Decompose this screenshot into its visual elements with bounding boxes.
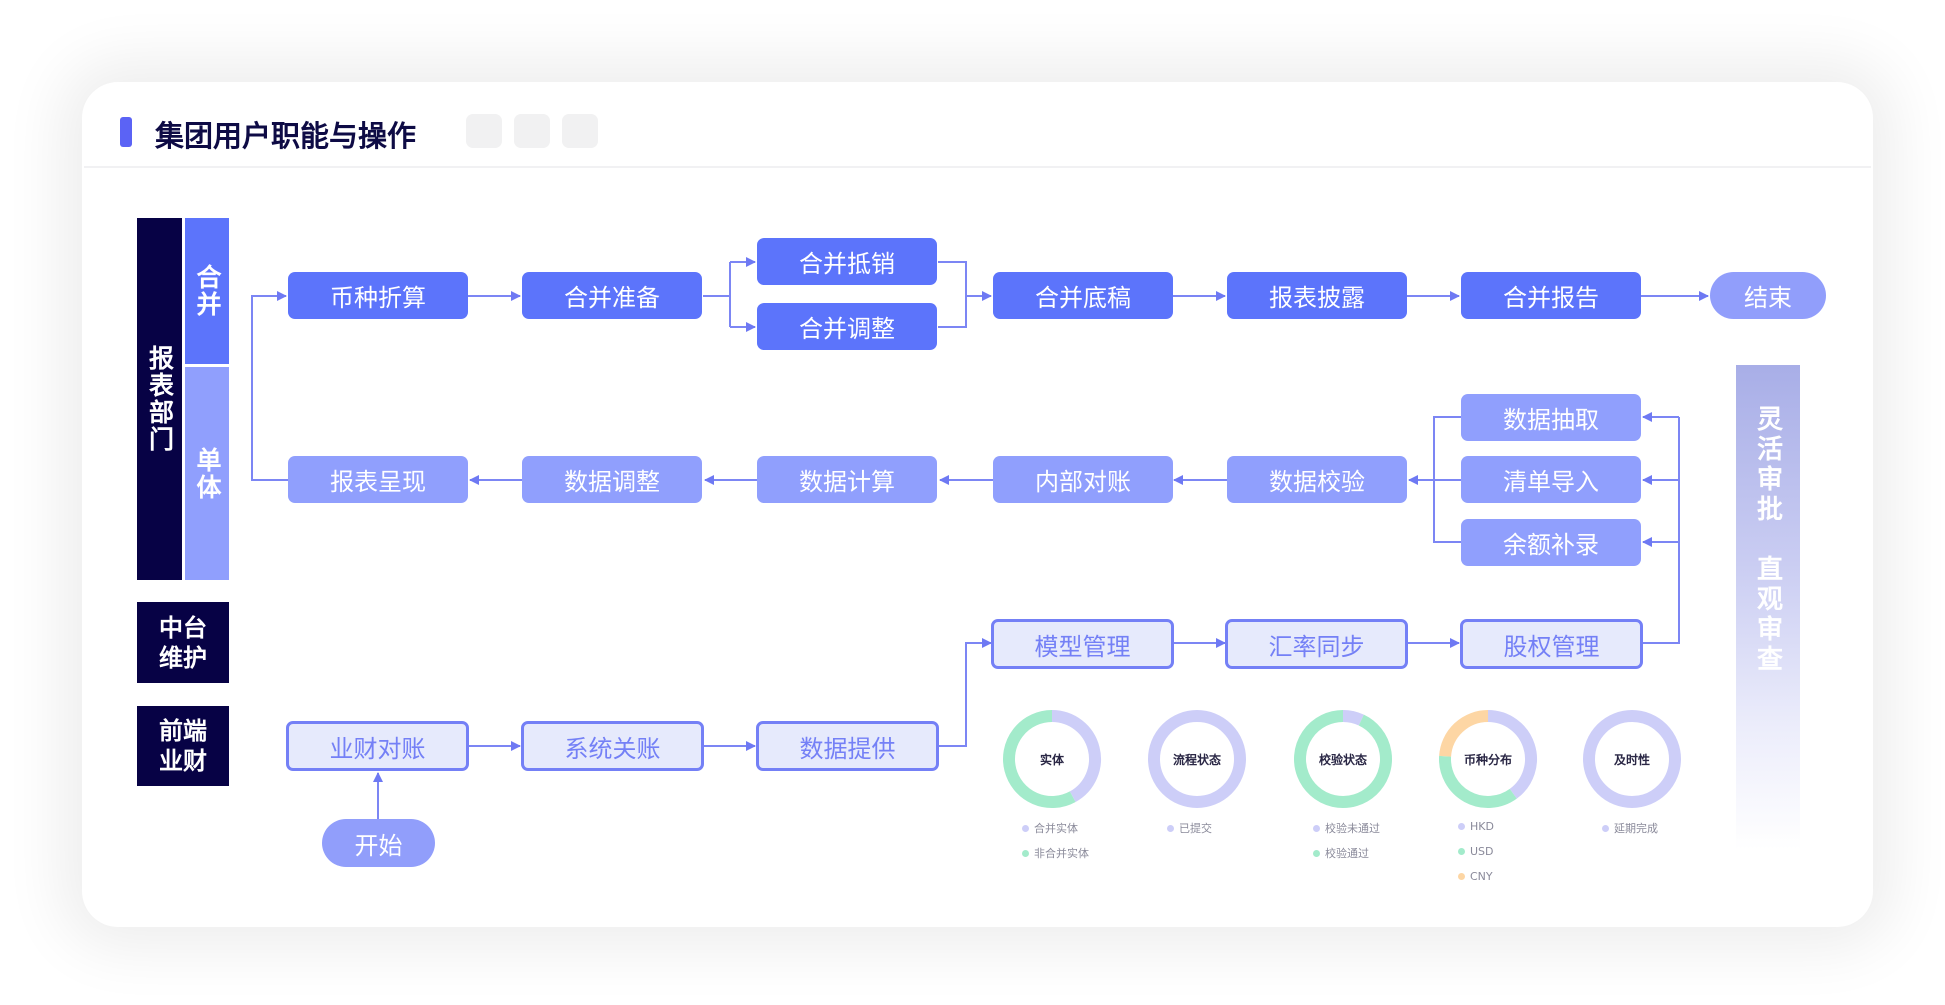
- legend-dot: [1313, 849, 1320, 857]
- side-panel-line1: 灵活审批: [1752, 405, 1783, 525]
- main-card: [82, 82, 1873, 927]
- node-consolidation-adjustment[interactable]: 合并调整: [757, 303, 937, 350]
- legend-dot: [1602, 824, 1609, 832]
- legend-label: 合并实体: [1034, 822, 1078, 835]
- node-data-adjustment[interactable]: 数据调整: [522, 456, 702, 503]
- node-model-management[interactable]: 模型管理: [991, 619, 1174, 669]
- node-data-extraction[interactable]: 数据抽取: [1461, 394, 1641, 441]
- lane-report-dept: 报表部门: [137, 218, 182, 580]
- donut-slice-1-0: [1148, 710, 1246, 808]
- donut-title: 币种分布: [1463, 753, 1512, 767]
- title-accent-bar: [120, 117, 132, 147]
- donut-slice-2-1: [1294, 710, 1392, 808]
- node-consolidation-worksheet[interactable]: 合并底稿: [993, 272, 1173, 319]
- legend-dot: [1458, 823, 1465, 830]
- legend-label: 已提交: [1179, 822, 1212, 835]
- legend-dot: [1022, 824, 1029, 832]
- legend-item: 非合并实体: [1022, 845, 1089, 861]
- placeholder-button-2[interactable]: [514, 114, 550, 148]
- page-title: 集团用户职能与操作: [155, 119, 417, 153]
- placeholder-button-1[interactable]: [466, 114, 502, 148]
- legend-item: 已提交: [1167, 820, 1212, 836]
- node-consolidation-prep[interactable]: 合并准备: [522, 272, 702, 319]
- donut-slice-3-0: [1487, 710, 1537, 799]
- connector-n2-split: [703, 262, 731, 327]
- header-divider: [84, 166, 1871, 168]
- connector-loop-single-to-consolidated: [251, 291, 288, 481]
- legend-item: 校验未通过: [1313, 820, 1380, 836]
- legend-item: 校验通过: [1313, 845, 1369, 861]
- connector-r4-to-r3: [938, 638, 992, 747]
- node-data-provision[interactable]: 数据提供: [756, 721, 939, 771]
- legend-item: HKD: [1458, 820, 1494, 833]
- node-list-import[interactable]: 清单导入: [1461, 456, 1641, 503]
- legend-dot: [1458, 848, 1465, 855]
- node-start[interactable]: 开始: [322, 819, 435, 867]
- node-data-calculation[interactable]: 数据计算: [757, 456, 937, 503]
- node-consolidated-report[interactable]: 合并报告: [1461, 272, 1641, 319]
- side-panel-line2: 直观审查: [1752, 555, 1783, 675]
- connector-sources-gather: [1409, 416, 1461, 543]
- legend-label: USD: [1470, 845, 1494, 858]
- node-system-close[interactable]: 系统关账: [521, 721, 704, 771]
- legend-item: 合并实体: [1022, 820, 1078, 836]
- node-intercompany-reconciliation[interactable]: 内部对账: [993, 456, 1173, 503]
- donut-slice-0-1: [1003, 710, 1076, 808]
- legend-label: 延期完成: [1614, 822, 1658, 835]
- lane-single: 单体: [185, 367, 229, 580]
- donut-title: 校验状态: [1318, 753, 1367, 767]
- lane-middle-platform-label: 中台维护: [159, 613, 207, 672]
- node-report-disclosure[interactable]: 报表披露: [1227, 272, 1407, 319]
- legend-dot: [1458, 873, 1465, 880]
- legend-label: HKD: [1470, 820, 1494, 833]
- connector-equity-up: [1643, 417, 1680, 644]
- node-consolidation-elimination[interactable]: 合并抵销: [757, 238, 937, 285]
- legend-dot: [1313, 824, 1320, 832]
- node-data-validation[interactable]: 数据校验: [1227, 456, 1407, 503]
- legend-label: 非合并实体: [1034, 847, 1089, 860]
- lane-middle-platform: 中台维护: [137, 602, 229, 683]
- donut-title: 实体: [1039, 753, 1064, 767]
- lane-frontend-label: 前端业财: [159, 717, 207, 775]
- legend-label: 校验通过: [1325, 847, 1369, 860]
- legend-item: CNY: [1458, 870, 1493, 883]
- legend-label: CNY: [1470, 870, 1493, 883]
- lane-frontend: 前端业财: [137, 706, 229, 786]
- placeholder-button-3[interactable]: [562, 114, 598, 148]
- lane-consolidated: 合并: [185, 218, 229, 364]
- legend-label: 校验未通过: [1325, 822, 1380, 835]
- node-equity-management[interactable]: 股权管理: [1460, 619, 1643, 669]
- node-currency-conversion[interactable]: 币种折算: [288, 272, 468, 319]
- donut-title: 流程状态: [1172, 753, 1221, 767]
- node-report-presentation[interactable]: 报表呈现: [288, 456, 468, 503]
- donut-slice-2-0: [1342, 710, 1364, 726]
- legend-dot: [1167, 824, 1174, 832]
- side-panel-approval: 灵活审批 直观审查: [1736, 365, 1800, 850]
- donut-title: 及时性: [1613, 753, 1650, 767]
- connector-merge: [938, 261, 991, 328]
- node-business-finance-reconciliation[interactable]: 业财对账: [286, 721, 469, 771]
- donut-slice-4-0: [1583, 710, 1681, 808]
- legend-item: USD: [1458, 845, 1494, 858]
- node-end[interactable]: 结束: [1710, 272, 1826, 319]
- donut-slice-0-0: [1051, 710, 1101, 802]
- donut-slice-3-1: [1439, 755, 1517, 808]
- legend-dot: [1022, 849, 1029, 857]
- donut-slice-3-2: [1439, 710, 1489, 757]
- legend-item: 延期完成: [1602, 820, 1658, 836]
- node-balance-supplement[interactable]: 余额补录: [1461, 519, 1641, 566]
- node-fx-sync[interactable]: 汇率同步: [1225, 619, 1408, 669]
